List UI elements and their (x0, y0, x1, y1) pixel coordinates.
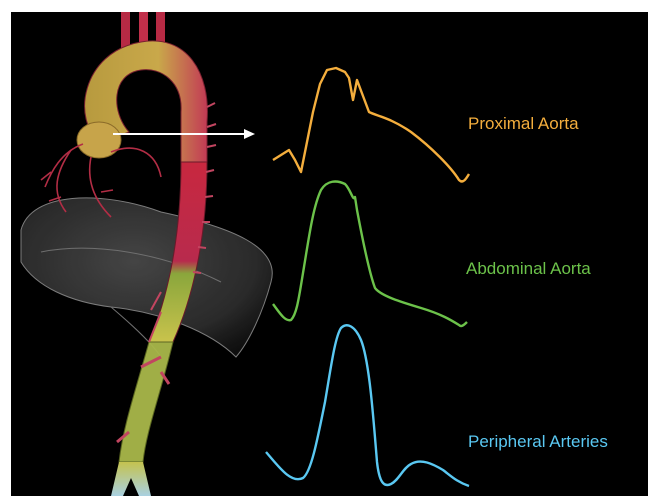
label-proximal-aorta: Proximal Aorta (468, 114, 579, 134)
proximal-waveform (273, 68, 469, 181)
abdominal-waveform (273, 182, 467, 326)
aorta-illustration (21, 12, 272, 496)
diagram-frame: Proximal Aorta Abdominal Aorta Periphera… (11, 12, 648, 496)
diagram-canvas (11, 12, 648, 496)
label-abdominal-aorta: Abdominal Aorta (466, 259, 591, 279)
peripheral-waveform (266, 325, 469, 486)
label-peripheral-arteries: Peripheral Arteries (468, 432, 608, 452)
heart-illustration (21, 198, 272, 357)
